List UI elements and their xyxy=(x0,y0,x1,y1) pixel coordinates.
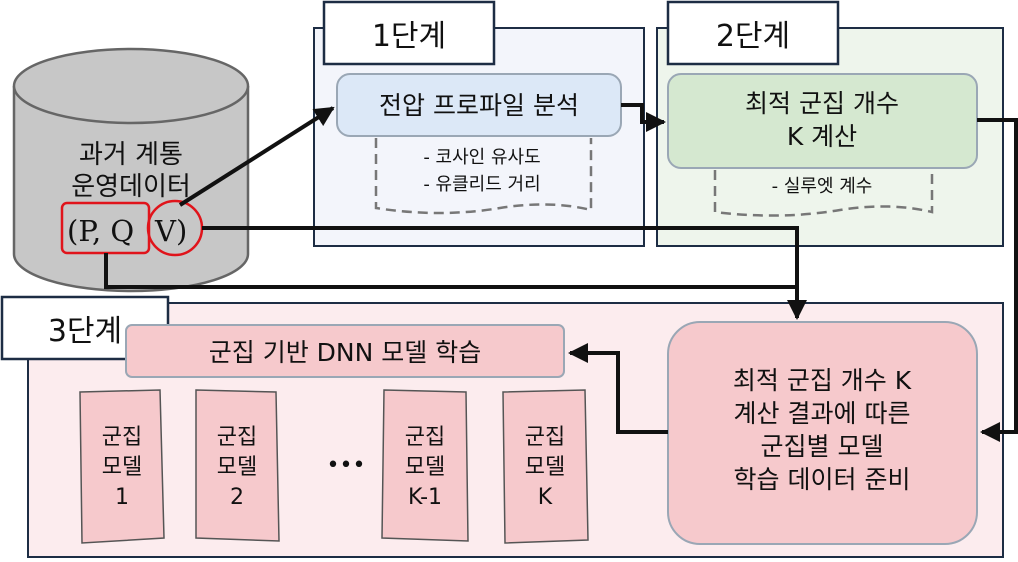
cluster-model-k-minus-1-line1: 군집 xyxy=(405,425,445,450)
database-label-line2: 운영데이터 xyxy=(71,172,191,202)
prep-line1: 최적 군집 개수 K xyxy=(733,366,912,395)
cluster-model-2-line3: 2 xyxy=(230,485,244,510)
arrow-stage2-to-prep xyxy=(977,118,1018,442)
prep-line3: 군집별 모델 xyxy=(761,432,884,461)
cluster-model-k: 군집 모델 K xyxy=(502,389,589,544)
cluster-model-2-line1: 군집 xyxy=(217,425,257,450)
arrow-stage1-to-stage2 xyxy=(621,103,666,132)
optimal-cluster-count-box: 최적 군집 개수 K 계산 xyxy=(667,73,978,169)
cluster-model-k-line3: K xyxy=(538,485,553,510)
cluster-model-1-line2: 모델 xyxy=(102,455,142,480)
prep-line4: 학습 데이터 준비 xyxy=(734,465,911,494)
optimal-cluster-count-line1: 최적 군집 개수 xyxy=(745,89,899,118)
cluster-dnn-training-label: 군집 기반 DNN 모델 학습 xyxy=(209,338,481,367)
cluster-model-k-minus-1-line2: 모델 xyxy=(405,455,445,480)
database-cylinder: 과거 계통 운영데이터 (P, Q V) xyxy=(12,47,250,293)
flow-arrows xyxy=(104,103,1018,442)
stage2-tab-label: 2단계 xyxy=(716,19,790,54)
prep-line2: 계산 결과에 따른 xyxy=(734,399,911,428)
voltage-profile-analysis-box: 전압 프로파일 분석 xyxy=(336,73,622,137)
cluster-model-k-minus-1: 군집 모델 K-1 xyxy=(381,389,469,542)
ellipsis-dots: ••• xyxy=(327,453,366,478)
cosine-similarity-note: - 코사인 유사도 xyxy=(423,147,540,168)
pq-label: (P, Q xyxy=(67,214,134,248)
cluster-model-2: 군집 모델 2 xyxy=(195,389,280,542)
arrow-db-to-stage1 xyxy=(178,106,335,207)
cluster-model-2-line2: 모델 xyxy=(217,455,257,480)
optimal-cluster-count-line2: K 계산 xyxy=(787,122,857,151)
stage3-tab-label: 3단계 xyxy=(48,314,122,349)
similarity-notes: - 코사인 유사도 - 유클리드 거리 xyxy=(374,138,593,215)
training-data-prep-box: 최적 군집 개수 K 계산 결과에 따른 군집별 모델 학습 데이터 준비 xyxy=(667,321,978,545)
cluster-model-k-minus-1-line3: K-1 xyxy=(408,485,442,510)
voltage-profile-analysis-label: 전압 프로파일 분석 xyxy=(379,91,579,120)
cluster-model-k-line1: 군집 xyxy=(525,425,565,450)
cluster-dnn-training-box: 군집 기반 DNN 모델 학습 xyxy=(125,324,565,378)
v-label: V) xyxy=(154,214,187,248)
stage1-tab-label: 1단계 xyxy=(372,19,446,54)
arrow-prep-to-training xyxy=(568,343,668,434)
cluster-model-1-line1: 군집 xyxy=(102,425,142,450)
stage2-tab: 2단계 xyxy=(666,0,840,66)
stage1-tab: 1단계 xyxy=(322,0,496,66)
cluster-model-1: 군집 모델 1 xyxy=(79,389,165,544)
arrow-pq-to-prep xyxy=(104,253,797,289)
silhouette-note: - 실루엣 계수 xyxy=(713,170,934,217)
cluster-model-k-line2: 모델 xyxy=(525,455,565,480)
euclidean-distance-note: - 유클리드 거리 xyxy=(423,174,540,195)
silhouette-coefficient-note: - 실루엣 계수 xyxy=(772,176,873,197)
cluster-model-1-line3: 1 xyxy=(115,485,129,510)
database-label-line1: 과거 계통 xyxy=(79,140,183,170)
